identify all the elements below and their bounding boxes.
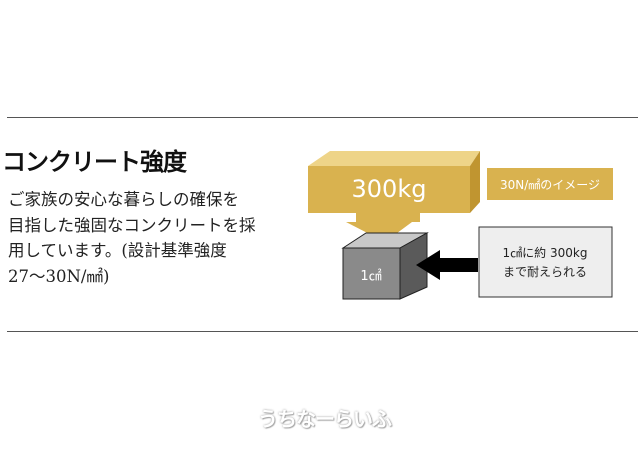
weight-block: 300kg [308, 151, 480, 213]
watermark-logo: うちなーらいふ [258, 407, 392, 431]
section-title: コンクリート強度 [2, 147, 187, 176]
image-label-box [487, 168, 613, 200]
cube-label: 1㎠ [360, 269, 381, 284]
weight-label: 300kg [352, 175, 427, 203]
callout-line: まで耐えられる [503, 265, 587, 279]
top-divider [7, 117, 638, 118]
description-line: 目指した強固なコンクリートを採 [8, 215, 256, 235]
callout-box [478, 226, 613, 298]
callout-line: 1㎠に約 300kg [503, 245, 588, 260]
cube: 1㎠ [341, 232, 429, 300]
description-line: 27〜30N/㎟) [8, 266, 110, 286]
bottom-divider [7, 331, 638, 332]
description-line: ご家族の安心な暮らしの確保を [8, 190, 239, 209]
down-arrow [346, 213, 420, 242]
description-line: 用しています。(設計基準強度 [8, 241, 227, 260]
image-label: 30N/㎟のイメージ [500, 178, 600, 192]
description: ご家族の安心な暮らしの確保を 目指した強固なコンクリートを採 用しています。(設… [8, 187, 268, 289]
left-arrow [416, 250, 478, 280]
